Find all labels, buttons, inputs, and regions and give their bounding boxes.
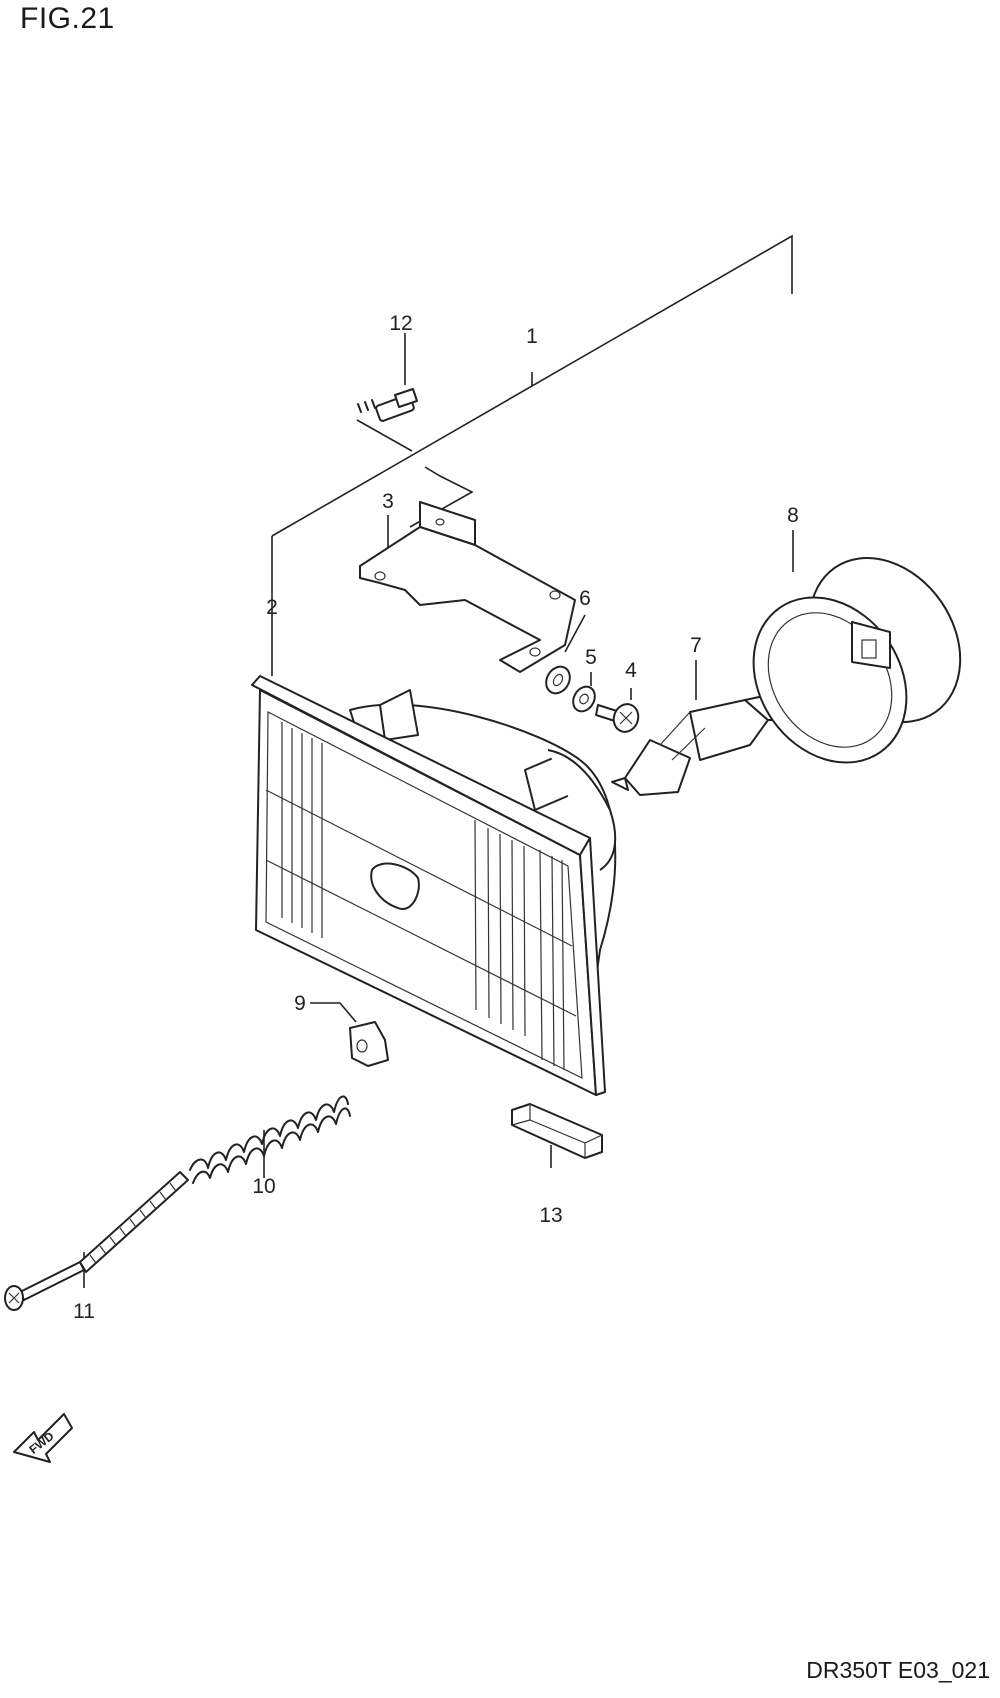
- part-2-headlight-unit: [251, 675, 617, 1096]
- callout-6: 6: [579, 587, 591, 610]
- part-5-lock-washer: [572, 672, 596, 713]
- lens-ridges: [281, 722, 565, 1071]
- part-12-bolt: [357, 333, 418, 422]
- callout-labels: 1 2 3 4 5 6 7 8 9 10 11 12 13: [73, 312, 799, 1323]
- part-10-spring: [189, 1095, 351, 1184]
- figure-code: DR350T E03_021: [806, 1657, 990, 1683]
- callout-5: 5: [585, 646, 597, 669]
- callout-7: 7: [690, 634, 702, 657]
- callout-10: 10: [252, 1175, 275, 1198]
- callout-11: 11: [73, 1300, 95, 1323]
- callout-8: 8: [787, 504, 799, 527]
- part-8-socket-cover: [752, 530, 962, 764]
- part-7-bulb: [611, 660, 781, 796]
- callout-1: 1: [526, 325, 538, 348]
- callout-12: 12: [389, 312, 412, 335]
- callout-13: 13: [539, 1204, 562, 1227]
- part-11-screw: [4, 1171, 189, 1311]
- part-6-washer: [545, 614, 586, 695]
- part-4-screw: [595, 688, 640, 733]
- callout-2: 2: [266, 596, 278, 619]
- callout-3: 3: [382, 490, 394, 513]
- part-3-bracket: [359, 501, 576, 673]
- part-9-clip-nut: [310, 1002, 389, 1067]
- callout-9: 9: [294, 992, 306, 1015]
- figure-title: FIG.21: [20, 2, 115, 35]
- part-13-cushion: [511, 1103, 603, 1168]
- fwd-arrow-icon: FWD: [13, 1413, 73, 1463]
- callout-4: 4: [625, 659, 637, 682]
